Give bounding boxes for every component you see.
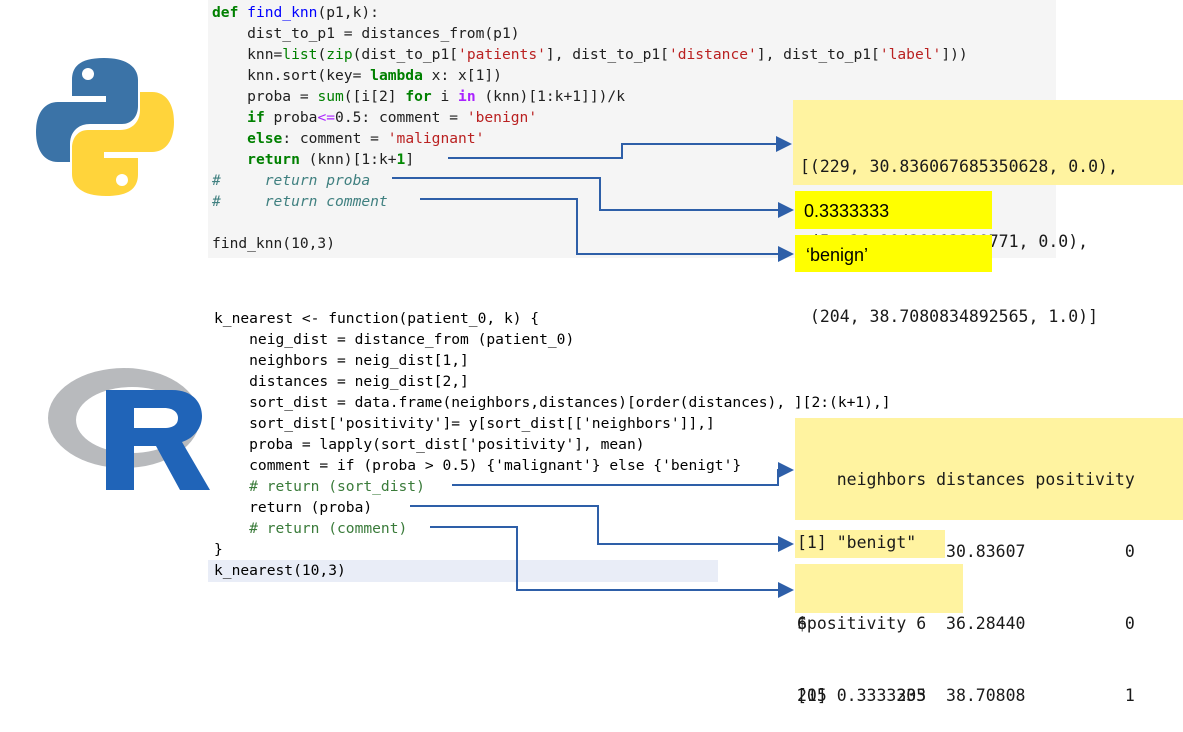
r-line-13: k_nearest(10,3) [214, 562, 346, 579]
py-line-7: else: comment = 'malignant' [247, 130, 485, 147]
py-proba-output: 0.3333333 [804, 201, 890, 221]
py-line-9: # return proba [212, 172, 371, 189]
r-table-output-box [795, 418, 1183, 520]
py-comment-output-box [795, 235, 992, 272]
r-table-header: neighbors distances positivity [797, 470, 1135, 489]
r-line-1: k_nearest <- function(patient_0, k) { [214, 310, 540, 327]
r-line-10: return (proba) [214, 499, 373, 516]
py-line-5: proba = sum([i[2] for i in (knn)[1:k+1]]… [212, 88, 625, 105]
arrow-py-return-comment [420, 198, 794, 262]
py-line-1: def find_knn(p1,k): [212, 4, 379, 21]
arrow-r-return-proba [410, 505, 794, 552]
r-line-8: comment = if (proba > 0.5) {'malignant'}… [214, 457, 742, 474]
r-proba-output-box [795, 564, 963, 613]
connector-arrows [392, 136, 794, 598]
py-line-10: # return comment [212, 193, 388, 210]
r-line-2: neig_dist = distance_from (patient_0) [214, 331, 575, 348]
r-line-5: sort_dist = data.frame(neighbors,distanc… [214, 394, 891, 411]
py-line-8: return (knn)[1:k+1] [247, 151, 415, 168]
arrow-py-return-proba [392, 177, 794, 218]
py-line-3: knn=list(zip(dist_to_p1['patients'], dis… [212, 46, 968, 63]
r-line-12: } [214, 541, 223, 558]
r-line-11: # return (comment) [214, 520, 408, 537]
r-line-9: # return (sort_dist) [214, 478, 425, 495]
arrow-r-return-sortdist [452, 462, 794, 486]
r-comment-output: [1] "benigt" [797, 533, 917, 552]
py-line-6: if proba<=0.5: comment = 'benign' [247, 109, 538, 126]
py-line-4: knn.sort(key= lambda x: x[1]) [212, 67, 502, 84]
r-comment-output-box [795, 530, 945, 558]
r-line-7: proba = lapply(sort_dist['positivity'], … [214, 436, 645, 453]
py-proba-output-box [795, 191, 992, 229]
py-line-12: find_knn(10,3) [212, 235, 336, 252]
r-current-line-highlight [208, 560, 718, 582]
r-line-6: sort_dist['positivity']= y[sort_dist[['n… [214, 415, 715, 432]
r-line-3: neighbors = neig_dist[1,] [214, 352, 469, 369]
r-line-4: distances = neig_dist[2,] [214, 373, 469, 390]
arrow-r-return-comment [430, 526, 794, 598]
py-list-output-box [793, 100, 1183, 185]
r-logo [48, 368, 210, 490]
arrow-py-return-list [448, 136, 792, 159]
py-line-2: dist_to_p1 = distances_from(p1) [212, 25, 520, 42]
py-comment-output: ‘benign’ [806, 245, 869, 265]
python-logo [36, 58, 174, 196]
